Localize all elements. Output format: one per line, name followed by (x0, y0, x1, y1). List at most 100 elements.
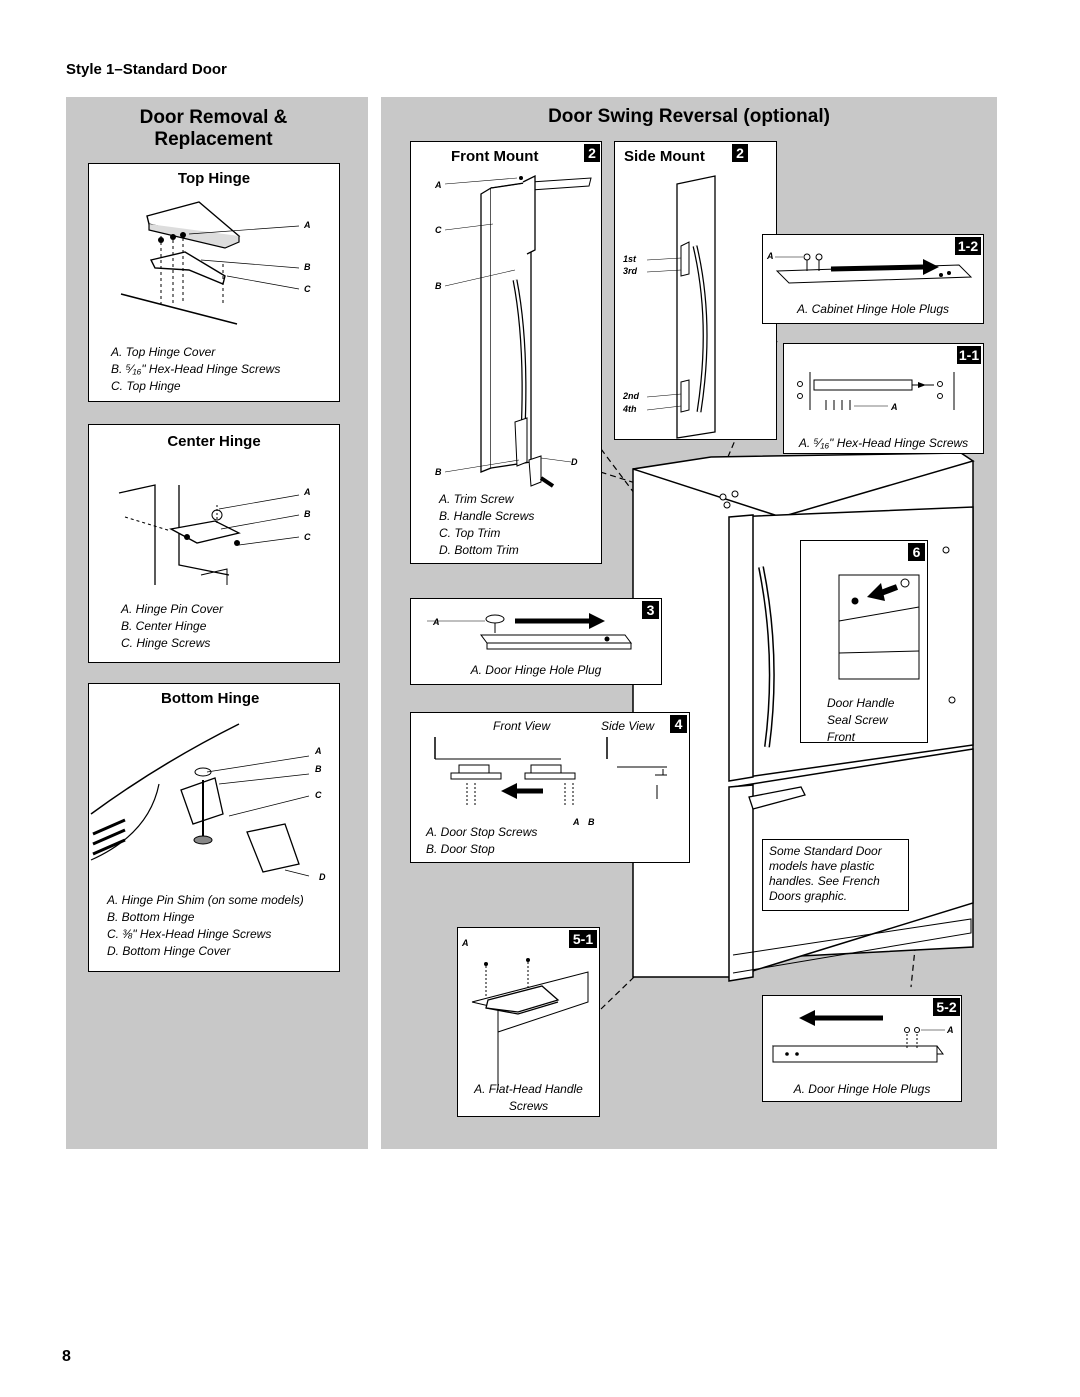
step-5-2-badge: 5-2 (933, 998, 960, 1016)
caption: A. Flat-Head Handle (474, 1082, 583, 1096)
side-mount-illustration (615, 142, 778, 441)
caption: A. Hinge Pin Shim (on some models) (107, 893, 304, 907)
step-5-1-illustration (458, 958, 601, 1118)
step-1-2-illustration (763, 235, 985, 325)
side-mount-box: Side Mount 2 1st 3rd 2nd 4th (614, 141, 777, 440)
side-mount-label-3rd: 3rd (623, 266, 638, 276)
step-3-badge: 3 (642, 601, 659, 619)
step-3-box: 3 A A. Door Hinge Hole Plug (410, 598, 662, 685)
top-hinge-label-a: A (304, 220, 311, 230)
step-5-2-illustration (763, 1010, 963, 1103)
note-line: handles. See French (769, 874, 880, 888)
style-label: Style 1–Standard Door (66, 61, 227, 78)
front-mount-box: Front Mount 2 A C B B D A. Trim Screw B.… (410, 141, 602, 564)
bottom-hinge-label-c: C (315, 790, 322, 800)
side-mount-step-badge: 2 (732, 144, 748, 162)
step-4-badge: 4 (670, 715, 687, 733)
center-hinge-label-a: A (304, 487, 311, 497)
step-4-side-view: Side View (601, 719, 655, 733)
note-line: Doors graphic. (769, 889, 848, 903)
step-1-1-box: 1-1 A A. ⁵⁄₁₆" Hex-Head Hinge Screws (783, 343, 984, 454)
front-mount-illustration (411, 142, 603, 565)
step-5-1-captions: A. Flat-Head Handle Screws (458, 1081, 599, 1115)
note-line: Front (827, 730, 856, 744)
note-text: Some Standard Door models have plastic h… (769, 844, 882, 904)
bottom-hinge-illustration (89, 684, 341, 973)
step-6-notes: Door Handle Seal Screw Front (827, 695, 894, 746)
caption: C. Hinge Screws (121, 636, 211, 650)
step-1-1-label-a: A (891, 402, 898, 412)
bottom-hinge-box: Bottom Hinge A B C D A. Hinge Pin Shim (… (88, 683, 340, 972)
step-5-1-badge: 5-1 (569, 930, 597, 948)
front-mount-label-d: D (571, 457, 578, 467)
title-line-1: Door Removal & (139, 107, 288, 128)
center-hinge-illustration (89, 425, 341, 664)
top-hinge-captions: A. Top Hinge Cover B. ⁵⁄₁₆" Hex-Head Hin… (111, 344, 280, 395)
title-line-2: Replacement (154, 129, 273, 150)
note-line: Door Handle (827, 696, 895, 710)
step-3-caption: A. Door Hinge Hole Plug (470, 663, 602, 677)
step-3-label-a: A (433, 617, 440, 627)
step-3-illustration (411, 613, 663, 686)
top-hinge-illustration (89, 164, 341, 403)
bottom-hinge-label-a: A (315, 746, 322, 756)
step-4-box: Front View Side View 4 A B A. Door Stop … (410, 712, 690, 863)
door-swing-title: Door Swing Reversal (optional) (548, 106, 830, 127)
center-hinge-label-b: B (304, 509, 311, 519)
step-5-2-caption: A. Door Hinge Hole Plugs (793, 1082, 931, 1096)
front-mount-label-c: C (435, 225, 442, 235)
note-line: models have plastic (769, 859, 875, 873)
step-1-1-illustration (784, 344, 985, 455)
note-line: Seal Screw (827, 713, 888, 727)
step-1-2-label-a: A (767, 251, 774, 261)
step-1-2-caption: A. Cabinet Hinge Hole Plugs (796, 302, 950, 316)
front-mount-step-badge: 2 (584, 144, 600, 162)
step-6-box: 6 Door Handle Seal Screw Front (800, 540, 928, 746)
center-hinge-title: Center Hinge (167, 433, 261, 450)
seal-screw-markers (930, 540, 970, 710)
step-4-label-b: B (588, 817, 595, 827)
side-mount-label-1st: 1st (623, 254, 637, 264)
side-mount-label-4th: 4th (623, 404, 637, 414)
caption: A. Top Hinge Cover (111, 345, 216, 359)
caption: A. Trim Screw (439, 492, 514, 506)
step-1-2-box: 1-2 A A. Cabinet Hinge Hole Plugs (762, 234, 984, 324)
step-4-front-view: Front View (493, 719, 551, 733)
caption: C. Top Trim (439, 526, 501, 540)
front-mount-title: Front Mount (451, 148, 539, 165)
caption: D. Bottom Trim (439, 543, 519, 557)
step-5-2-box: 5-2 A A. Door Hinge Hole Plugs (762, 995, 962, 1102)
step-4-illustration (411, 713, 691, 864)
center-hinge-label-c: C (304, 532, 311, 542)
step-1-2-badge: 1-2 (955, 237, 981, 255)
side-mount-title: Side Mount (624, 148, 705, 165)
caption: A. Hinge Pin Cover (121, 602, 224, 616)
step-5-1-box: 5-1 A A. Flat-Head Handle Screws (457, 927, 600, 1117)
step-5-2-label-a: A (947, 1025, 954, 1035)
center-hinge-captions: A. Hinge Pin Cover B. Center Hinge C. Hi… (121, 601, 223, 652)
front-mount-label-b: B (435, 281, 442, 291)
step-5-1-label-a: A (462, 938, 469, 948)
bottom-hinge-label-d: D (319, 872, 326, 882)
note-line: Some Standard Door (769, 844, 882, 858)
top-hinge-label-c: C (304, 284, 311, 294)
caption: D. Bottom Hinge Cover (107, 944, 231, 958)
step-1-1-badge: 1-1 (957, 346, 981, 364)
side-mount-label-2nd: 2nd (623, 391, 640, 401)
front-mount-label-b2: B (435, 467, 442, 477)
bottom-hinge-captions: A. Hinge Pin Shim (on some models) B. Bo… (107, 892, 304, 960)
caption: B. Door Stop (426, 842, 495, 856)
front-mount-captions: A. Trim Screw B. Handle Screws C. Top Tr… (439, 491, 534, 559)
caption: Screws (508, 1099, 549, 1113)
caption: A. Door Stop Screws (426, 825, 538, 839)
center-hinge-box: Center Hinge A B C A. Hinge Pin Cover B.… (88, 424, 340, 663)
bottom-hinge-label-b: B (315, 764, 322, 774)
caption: C. Top Hinge (111, 379, 181, 393)
caption: B. ⁵⁄₁₆" Hex-Head Hinge Screws (111, 362, 281, 376)
front-mount-label-a: A (435, 180, 442, 190)
caption: B. Center Hinge (121, 619, 207, 633)
step-1-1-caption: A. ⁵⁄₁₆" Hex-Head Hinge Screws (798, 436, 969, 450)
step-6-badge: 6 (908, 543, 925, 561)
caption: C. ⅜" Hex-Head Hinge Screws (107, 927, 272, 941)
step-4-label-a: A (573, 817, 580, 827)
